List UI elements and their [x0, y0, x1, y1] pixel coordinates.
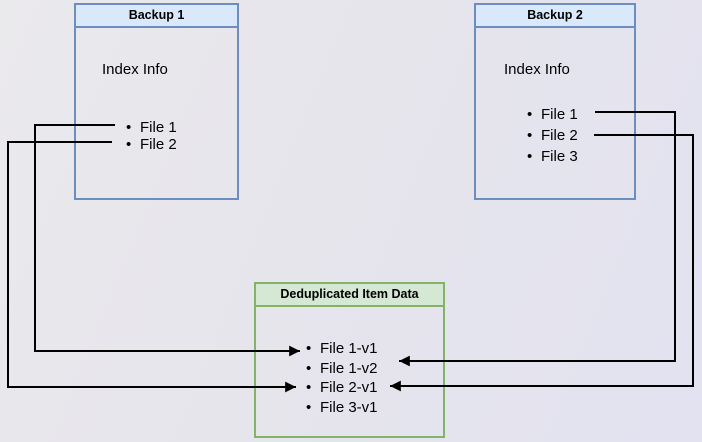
dedup-title: Deduplicated Item Data: [256, 284, 443, 307]
list-item: File 3: [527, 146, 578, 167]
list-item: File 1-v1: [306, 339, 378, 359]
backup2-title: Backup 2: [476, 5, 634, 28]
list-item: File 2: [527, 125, 578, 146]
list-item: File 3-v1: [306, 398, 378, 418]
list-item: File 2: [126, 136, 177, 153]
backup1-box: Backup 1 Index Info File 1File 2: [74, 3, 239, 200]
dedup-file-list: File 1-v1File 1-v2File 2-v1File 3-v1: [306, 339, 378, 417]
list-item: File 2-v1: [306, 378, 378, 398]
dedup-box: Deduplicated Item Data File 1-v1File 1-v…: [254, 282, 445, 438]
backup2-index-info-label: Index Info: [504, 61, 570, 78]
list-item: File 1-v2: [306, 359, 378, 379]
list-item: File 1: [527, 104, 578, 125]
backup1-index-info-label: Index Info: [102, 61, 168, 78]
backup1-title: Backup 1: [76, 5, 237, 28]
backup1-file-list: File 1File 2: [126, 119, 177, 153]
backup2-box: Backup 2 Index Info File 1File 2File 3: [474, 3, 636, 200]
backup2-file-list: File 1File 2File 3: [527, 104, 578, 167]
list-item: File 1: [126, 119, 177, 136]
